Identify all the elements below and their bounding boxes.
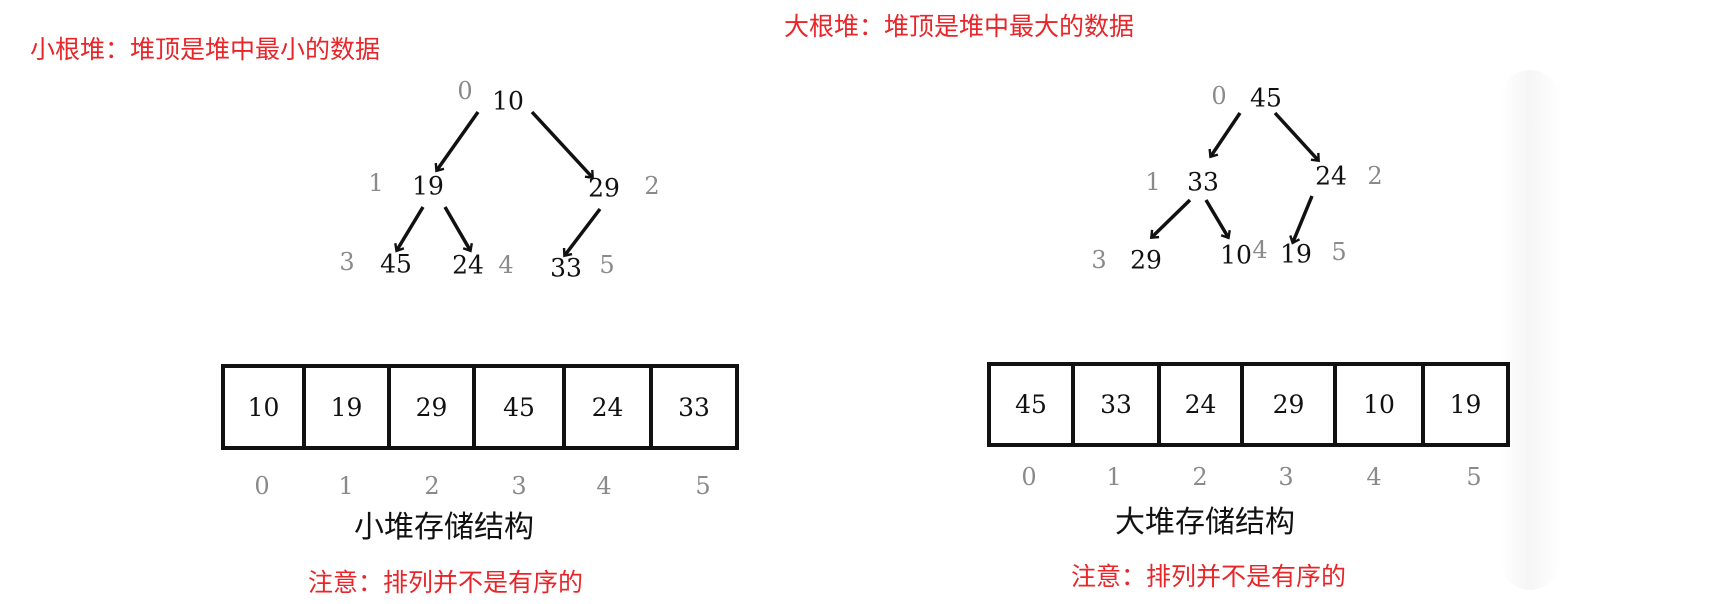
max-edge-1-3 bbox=[1149, 198, 1192, 240]
max-heap-array: 45 33 24 29 10 19 bbox=[987, 362, 1510, 447]
min-node-index-2: 2 bbox=[644, 172, 660, 200]
min-node-4: 24 bbox=[452, 250, 484, 280]
max-array-index: 4 bbox=[1366, 463, 1382, 491]
max-node-4: 10 bbox=[1220, 240, 1252, 270]
max-node-0: 45 bbox=[1250, 83, 1282, 113]
max-array-cell: 19 bbox=[1449, 390, 1482, 419]
min-array-cell: 33 bbox=[678, 392, 710, 422]
max-heap-note: 注意：排列并不是有序的 bbox=[1071, 562, 1347, 591]
min-heap-caption: 小堆存储结构 bbox=[354, 510, 534, 545]
max-heap-caption: 大堆存储结构 bbox=[1115, 505, 1295, 540]
min-array-index: 1 bbox=[338, 472, 354, 500]
max-edge-0-2 bbox=[1273, 111, 1320, 163]
max-node-index-2: 2 bbox=[1367, 162, 1383, 190]
max-node-1: 33 bbox=[1187, 167, 1219, 197]
max-node-index-4: 4 bbox=[1252, 236, 1268, 264]
min-edge-1-4 bbox=[443, 206, 473, 253]
min-array-cell: 19 bbox=[306, 368, 391, 446]
min-array-index: 2 bbox=[424, 472, 440, 500]
max-edge-2-5 bbox=[1289, 195, 1314, 245]
max-array-index: 1 bbox=[1106, 463, 1122, 491]
min-node-5: 33 bbox=[550, 253, 582, 283]
min-node-index-4: 4 bbox=[498, 251, 514, 279]
max-array-cell: 29 bbox=[1244, 366, 1337, 443]
max-array-cell: 24 bbox=[1161, 366, 1244, 443]
min-array-cell: 10 bbox=[225, 368, 306, 446]
min-node-2: 29 bbox=[588, 173, 620, 203]
min-array-index: 3 bbox=[511, 472, 527, 500]
max-array-cell: 45 bbox=[991, 366, 1075, 443]
max-node-index-0: 0 bbox=[1211, 82, 1227, 110]
min-node-index-1: 1 bbox=[368, 169, 384, 197]
max-array-cell: 10 bbox=[1337, 366, 1425, 443]
edge-shadow bbox=[1500, 70, 1560, 590]
min-node-index-3: 3 bbox=[339, 248, 355, 276]
max-node-index-1: 1 bbox=[1145, 168, 1161, 196]
min-edge-1-3 bbox=[394, 206, 425, 253]
max-node-index-5: 5 bbox=[1331, 238, 1347, 266]
min-array-index: 5 bbox=[695, 472, 711, 500]
min-node-0: 10 bbox=[492, 86, 524, 116]
max-array-index: 0 bbox=[1021, 463, 1037, 491]
min-heap-array: 10 19 29 45 24 33 bbox=[221, 364, 739, 450]
min-array-cell: 24 bbox=[566, 368, 653, 446]
min-heap-note: 注意：排列并不是有序的 bbox=[308, 568, 584, 597]
max-node-2: 24 bbox=[1315, 161, 1347, 191]
max-array-cell: 33 bbox=[1075, 366, 1161, 443]
max-array-index: 3 bbox=[1278, 463, 1294, 491]
max-array-index: 2 bbox=[1192, 463, 1208, 491]
min-heap-heading: 小根堆：堆顶是堆中最小的数据 bbox=[30, 35, 381, 64]
min-node-index-0: 0 bbox=[457, 77, 473, 105]
min-node-index-5: 5 bbox=[599, 251, 615, 279]
max-heap-heading: 大根堆：堆顶是堆中最大的数据 bbox=[784, 12, 1135, 41]
min-array-index: 0 bbox=[254, 472, 270, 500]
min-array-index: 4 bbox=[596, 472, 612, 500]
max-node-5: 19 bbox=[1280, 239, 1312, 269]
min-node-1: 19 bbox=[412, 171, 444, 201]
min-edge-0-1 bbox=[434, 110, 480, 173]
max-edge-1-4 bbox=[1204, 199, 1231, 240]
min-array-cell: 45 bbox=[476, 368, 566, 446]
min-array-cell: 29 bbox=[391, 368, 476, 446]
max-edge-0-1 bbox=[1208, 112, 1242, 159]
min-edge-0-2 bbox=[530, 110, 594, 180]
max-array-index: 5 bbox=[1466, 463, 1482, 491]
min-node-3: 45 bbox=[380, 249, 412, 279]
max-node-index-3: 3 bbox=[1091, 246, 1107, 274]
max-node-3: 29 bbox=[1130, 245, 1162, 275]
min-edge-2-5 bbox=[562, 207, 602, 258]
